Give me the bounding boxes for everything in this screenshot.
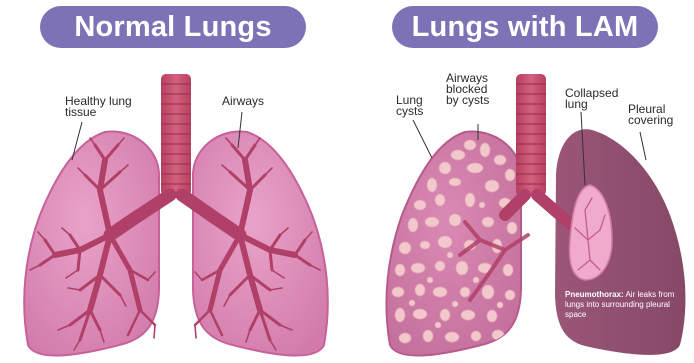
label-airways-blocked: Airways blocked by cysts bbox=[446, 73, 489, 106]
label-pleural-covering: Pleural covering bbox=[628, 104, 673, 126]
label-line: covering bbox=[628, 115, 673, 126]
lam-trachea bbox=[516, 74, 546, 196]
label-line: by cysts bbox=[446, 95, 489, 106]
pneumothorax-term: Pneumothorax: bbox=[565, 290, 624, 299]
label-line: cysts bbox=[396, 106, 423, 117]
label-collapsed-lung: Collapsed lung bbox=[565, 88, 618, 110]
normal-lungs-title: Normal Lungs bbox=[40, 6, 306, 48]
lam-lungs-title: Lungs with LAM bbox=[392, 6, 658, 48]
label-line: tissue bbox=[65, 107, 132, 118]
label-lung-cysts: Lung cysts bbox=[396, 95, 423, 117]
label-line: lung bbox=[565, 99, 618, 110]
pneumothorax-note: Pneumothorax: Air leaks from lungs into … bbox=[565, 290, 685, 320]
normal-trachea bbox=[161, 74, 191, 196]
label-airways: Airways bbox=[222, 96, 264, 107]
label-healthy-lung-tissue: Healthy lung tissue bbox=[65, 96, 132, 118]
